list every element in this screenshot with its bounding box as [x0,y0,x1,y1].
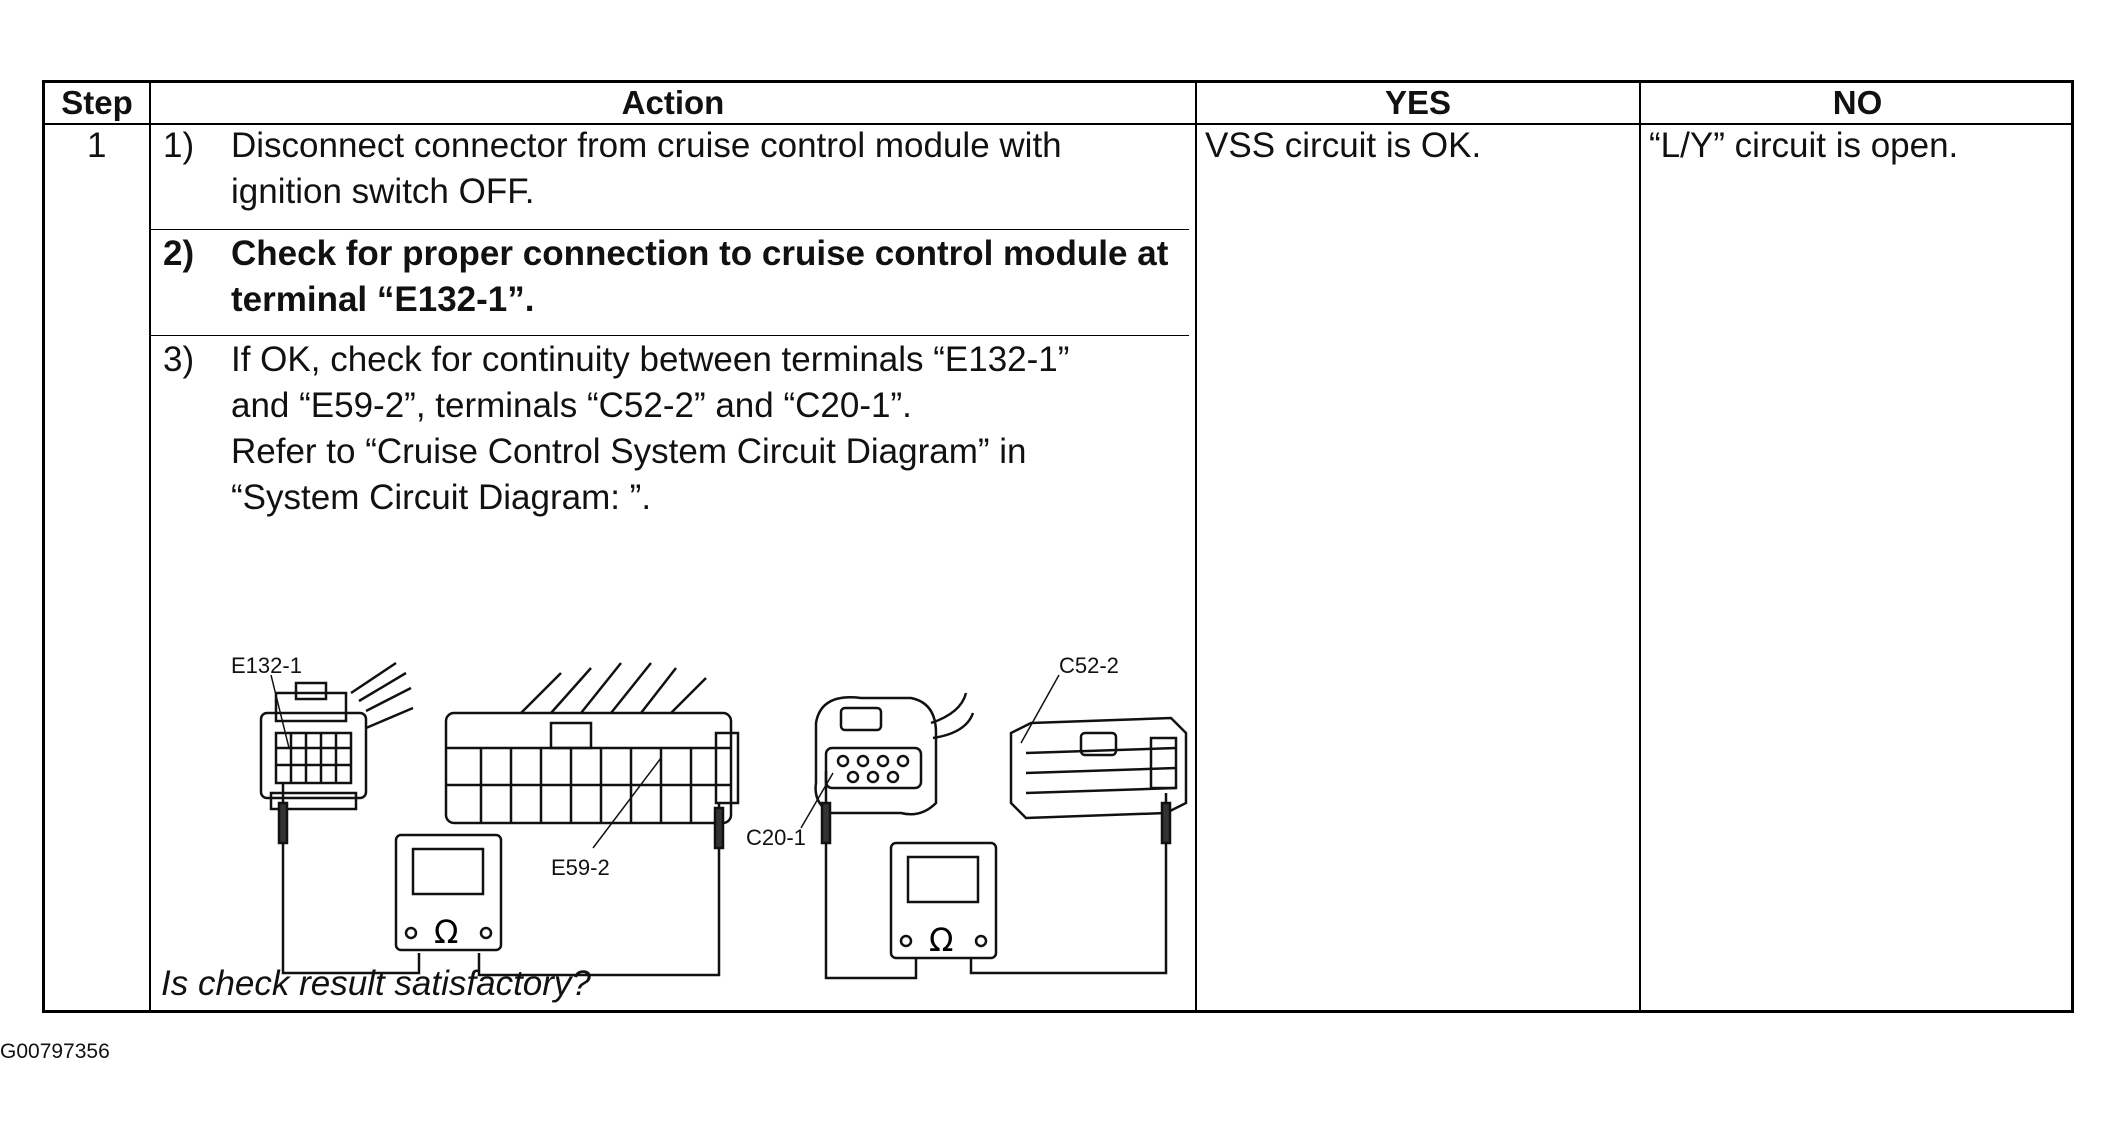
header-no: NO [1832,84,1883,121]
connector-e132 [259,661,414,811]
ohm-symbol-left: Ω [434,913,458,951]
action-number: 3) [163,340,195,379]
action-text-line: Check for proper connection to cruise co… [231,234,1169,273]
ohmmeter-left [394,833,503,952]
connector-continuity-illustration: E132-1 E59-2 C20-1 C52-2 Ω Ω [231,653,1188,980]
connector-e59 [444,662,740,825]
label-e59-2: E59-2 [551,855,610,880]
image-code: G00797356 [0,1040,110,1063]
column-divider [1195,83,1197,1010]
header-divider [45,123,2071,125]
label-e132-1: E132-1 [231,653,302,678]
check-question: Is check result satisfactory? [161,964,591,1003]
action-text-line: Disconnect connector from cruise control… [231,126,1062,165]
test-lead [477,803,721,977]
label-c52-2: C52-2 [1059,653,1119,678]
connector-c52 [1009,716,1188,820]
diagnostic-table: Step Action YES NO 1 1) Disconnect conne… [42,80,2074,1013]
connector-c20 [814,692,975,816]
test-lead [824,771,918,980]
item-divider [151,335,1189,336]
column-divider [1639,83,1641,1010]
action-text-line: “System Circuit Diagram: ”. [231,478,652,517]
yes-result: VSS circuit is OK. [1205,126,1482,165]
test-lead [969,793,1168,975]
column-divider [149,83,151,1010]
action-text-line: terminal “E132-1”. [231,280,535,319]
header-step: Step [61,84,133,121]
test-lead [281,783,421,975]
item-divider [151,229,1189,230]
no-result: “L/Y” circuit is open. [1649,126,1959,165]
action-text-line: and “E59-2”, terminals “C52-2” and “C20-… [231,386,912,425]
header-yes: YES [1384,84,1452,121]
step-number: 1 [87,126,107,165]
header-action: Action [621,84,725,121]
action-text-line: ignition switch OFF. [231,172,535,211]
label-c20-1: C20-1 [746,825,806,850]
action-text-line: If OK, check for continuity between term… [231,340,1070,379]
ohmmeter-right [889,841,998,960]
action-number: 1) [163,126,195,165]
action-text-line: Refer to “Cruise Control System Circuit … [231,432,1027,471]
action-number: 2) [163,234,195,273]
ohm-symbol-right: Ω [929,921,953,959]
